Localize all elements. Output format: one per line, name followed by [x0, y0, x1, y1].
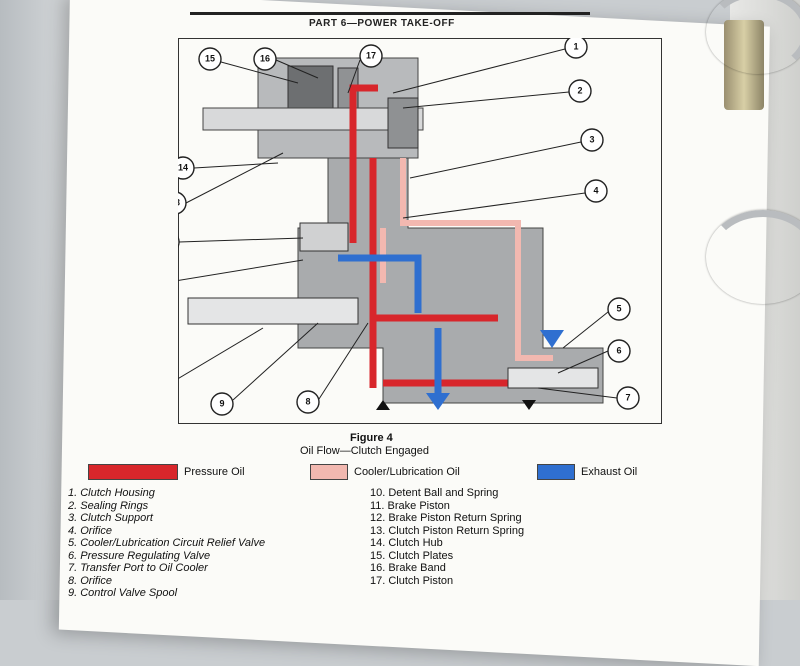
legend-swatch-pressure: [88, 464, 178, 480]
parts-list-right: 10. Detent Ball and Spring 11. Brake Pis…: [370, 487, 524, 587]
binder-ring-middle: [706, 210, 800, 304]
figure-title: Figure 4: [350, 432, 393, 444]
svg-text:8: 8: [305, 396, 310, 406]
part-item: 7. Transfer Port to Oil Cooler: [68, 562, 208, 574]
callout-16: 16: [253, 47, 277, 71]
part-item: 17. Clutch Piston: [370, 574, 454, 587]
leader-lines: [178, 48, 618, 401]
brake-piston: [299, 222, 349, 252]
svg-text:14: 14: [178, 162, 188, 172]
svg-text:5: 5: [616, 303, 621, 313]
callout-15: 15: [198, 47, 222, 71]
svg-text:9: 9: [219, 398, 224, 408]
svg-text:4: 4: [593, 185, 598, 195]
exhaust-vent-icon: [426, 393, 450, 410]
callout-7: 7: [616, 386, 640, 410]
callout-8: 8: [296, 390, 320, 414]
callout-9: 9: [210, 392, 234, 416]
part-item: 9. Control Valve Spool: [68, 587, 178, 599]
parts-list-left: 1. Clutch Housing 2. Sealing Rings 3. Cl…: [68, 487, 265, 600]
inlet-arrow-icon: [376, 400, 390, 410]
legend-swatch-exhaust: [537, 464, 575, 480]
callout-5: 5: [607, 297, 631, 321]
part-item: 15. Clutch Plates: [370, 549, 454, 562]
callout-14: 14: [178, 156, 195, 180]
svg-text:6: 6: [616, 345, 621, 355]
svg-text:3: 3: [589, 134, 594, 144]
legend-label-pressure: Pressure Oil: [184, 466, 245, 478]
callout-6: 6: [607, 339, 631, 363]
page-content: PART 6—POWER TAKE-OFF: [68, 12, 662, 600]
svg-text:7: 7: [625, 392, 630, 402]
control-valve-spool: [187, 297, 359, 325]
svg-text:16: 16: [260, 53, 270, 63]
part-item: 8. Orifice: [68, 574, 113, 587]
part-item: 3. Clutch Support: [68, 512, 153, 524]
legend-cooler-oil: Cooler/Lubrication Oil: [310, 464, 460, 480]
legend-label-exhaust: Exhaust Oil: [581, 466, 638, 478]
part-item: 11. Brake Piston: [370, 499, 450, 512]
oil-flow-diagram: 15 16 17 1 2 3 4 14 13 12 11 5 6 7 8 9 1…: [178, 38, 640, 416]
legend-swatch-cooler: [310, 464, 348, 480]
part-item: 2. Sealing Rings: [68, 499, 149, 512]
page-header: PART 6—POWER TAKE-OFF: [305, 18, 459, 29]
header-rule: [190, 12, 590, 15]
part-item: 16. Brake Band: [370, 562, 446, 574]
legend-exhaust-oil: Exhaust Oil: [537, 464, 637, 480]
legend-label-cooler: Cooler/Lubrication Oil: [354, 466, 460, 478]
part-item: 12. Brake Piston Return Spring: [370, 512, 522, 524]
pressure-oil-paths: [349, 84, 523, 388]
svg-text:17: 17: [366, 50, 376, 60]
clutch-support: [387, 97, 419, 149]
shaft: [202, 107, 424, 131]
callout-17: 17: [359, 44, 383, 68]
figure-frame: [178, 38, 662, 424]
exhaust-oil-paths: [338, 254, 442, 393]
callout-2: 2: [568, 79, 592, 103]
svg-text:13: 13: [178, 197, 180, 207]
callout-1: 1: [564, 38, 588, 59]
figure-caption: Oil Flow—Clutch Engaged: [300, 445, 430, 457]
svg-text:1: 1: [573, 41, 578, 51]
outlet-arrow-icon: [522, 400, 536, 410]
callout-3: 3: [580, 128, 604, 152]
legend-pressure-oil: Pressure Oil: [88, 464, 245, 480]
svg-text:2: 2: [577, 85, 582, 95]
pressure-regulating-valve: [507, 367, 599, 389]
part-item: 14. Clutch Hub: [370, 537, 443, 549]
part-item: 13. Clutch Piston Return Spring: [370, 524, 525, 537]
relief-vent-icon: [540, 330, 564, 348]
part-item: 6. Pressure Regulating Valve: [68, 549, 211, 562]
part-item: 10. Detent Ball and Spring: [370, 487, 499, 499]
part-item: 5. Cooler/Lubrication Circuit Relief Val…: [68, 537, 266, 549]
callout-12: 12: [178, 235, 180, 249]
part-item: 4. Orifice: [68, 524, 113, 537]
svg-text:15: 15: [205, 53, 215, 63]
callout-4: 4: [584, 179, 608, 203]
part-item: 1. Clutch Housing: [68, 487, 155, 499]
callout-13: 13: [178, 191, 187, 215]
